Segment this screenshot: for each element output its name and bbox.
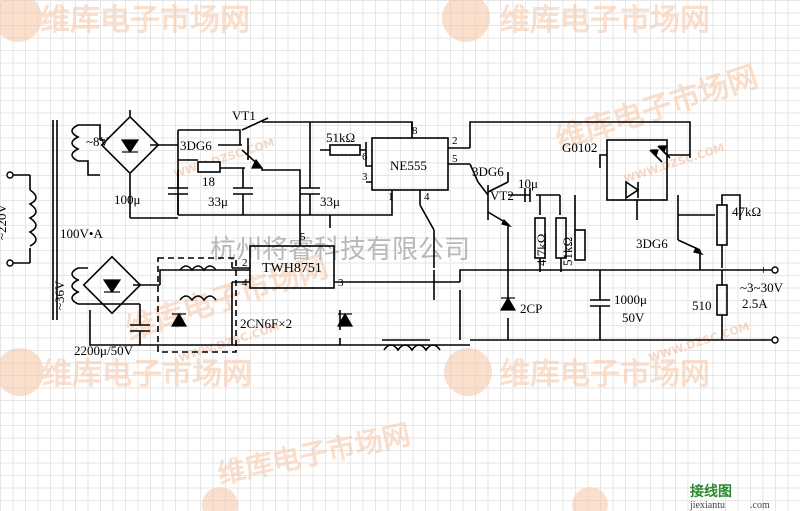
labels: ~220V 100V•A ~8V ~36V VT1 3DG6 18 100μ 3… [0, 108, 784, 358]
r47k-mid-label: 4.7kΩ [534, 234, 549, 266]
watermark-logo-icon [0, 0, 608, 511]
vt2-type-label: 3DG6 [472, 164, 504, 179]
sec-low-label: ~8V [86, 134, 110, 149]
sec-high-label: ~36V [52, 280, 67, 310]
out-current-label: 2.5A [742, 296, 768, 311]
out-minus-label: − [760, 332, 767, 347]
twh-label: TWH8751 [262, 261, 322, 276]
footer-en: jiexiantu [689, 500, 725, 511]
c100-label: 100μ [114, 192, 141, 207]
r18-label: 18 [202, 174, 215, 189]
resistors [197, 144, 361, 173]
c1000-voltage-label: 50V [622, 310, 645, 325]
diode-pair-label: 2CN6F×2 [240, 316, 292, 331]
watermark-site-1: 维库电子市场网 [40, 3, 250, 38]
footer-cn: 接线图 [690, 483, 732, 500]
r510-label: 510 [692, 298, 712, 313]
pin3-label: 3 [362, 171, 368, 183]
watermark-site-4: 维库电子市场网 [500, 357, 710, 392]
diode-symbols [102, 139, 704, 327]
transformer-rating: 100V•A [60, 226, 103, 241]
d2cp-label: 2CP [520, 301, 542, 316]
r51k-mid-label: 51kΩ [560, 237, 575, 266]
watermark-site-7: 维库电子市场网 [215, 418, 414, 491]
pin2-label: 2 [452, 135, 458, 147]
ic555-label: NE555 [390, 158, 427, 173]
c10u-label: 10μ [518, 176, 538, 191]
twh-pin3-label: 3 [338, 277, 344, 289]
twh-pin5-label: 5 [300, 231, 306, 243]
twh-pin4-label: 4 [242, 277, 248, 289]
pin5-label: 5 [452, 153, 458, 165]
out-plus-label: + [760, 262, 767, 277]
wires [10, 110, 775, 353]
vt1-type-label: 3DG6 [180, 138, 212, 153]
vt1-label: VT1 [232, 108, 256, 123]
c33a-label: 33μ [208, 194, 228, 209]
pin1-label: 1 [388, 191, 394, 203]
twh-pin2-label: 2 [242, 257, 248, 269]
vt2-label: VT2 [490, 188, 514, 203]
mains-label: ~220V [0, 203, 9, 240]
c1000-label: 1000μ [614, 292, 647, 307]
watermark-company: 杭州将睿科技有限公司 [210, 235, 470, 264]
c2200-label: 2200μ/50V [74, 343, 134, 358]
pin4-label: 4 [424, 191, 430, 203]
footer-com: .com [750, 500, 770, 511]
footer-logo: 接线图 jiexiantu .com [689, 483, 770, 511]
watermark-site-2: 维库电子市场网 [500, 3, 710, 38]
out-range-label: ~3~30V [740, 280, 784, 295]
r51k-top-label: 51kΩ [326, 130, 355, 145]
g0102-label: G0102 [562, 140, 597, 155]
c33b-label: 33μ [320, 194, 340, 209]
r47k-right-label: 47kΩ [732, 204, 761, 219]
vt3-type-label: 3DG6 [636, 236, 668, 251]
watermark-site-3: 维库电子市场网 [42, 357, 252, 392]
pin8-label: 8 [412, 125, 418, 137]
terminals [6, 171, 779, 344]
watermark-url-2: WWW.DZSC.COM [622, 141, 726, 186]
pin6-label: 6 [362, 151, 368, 163]
